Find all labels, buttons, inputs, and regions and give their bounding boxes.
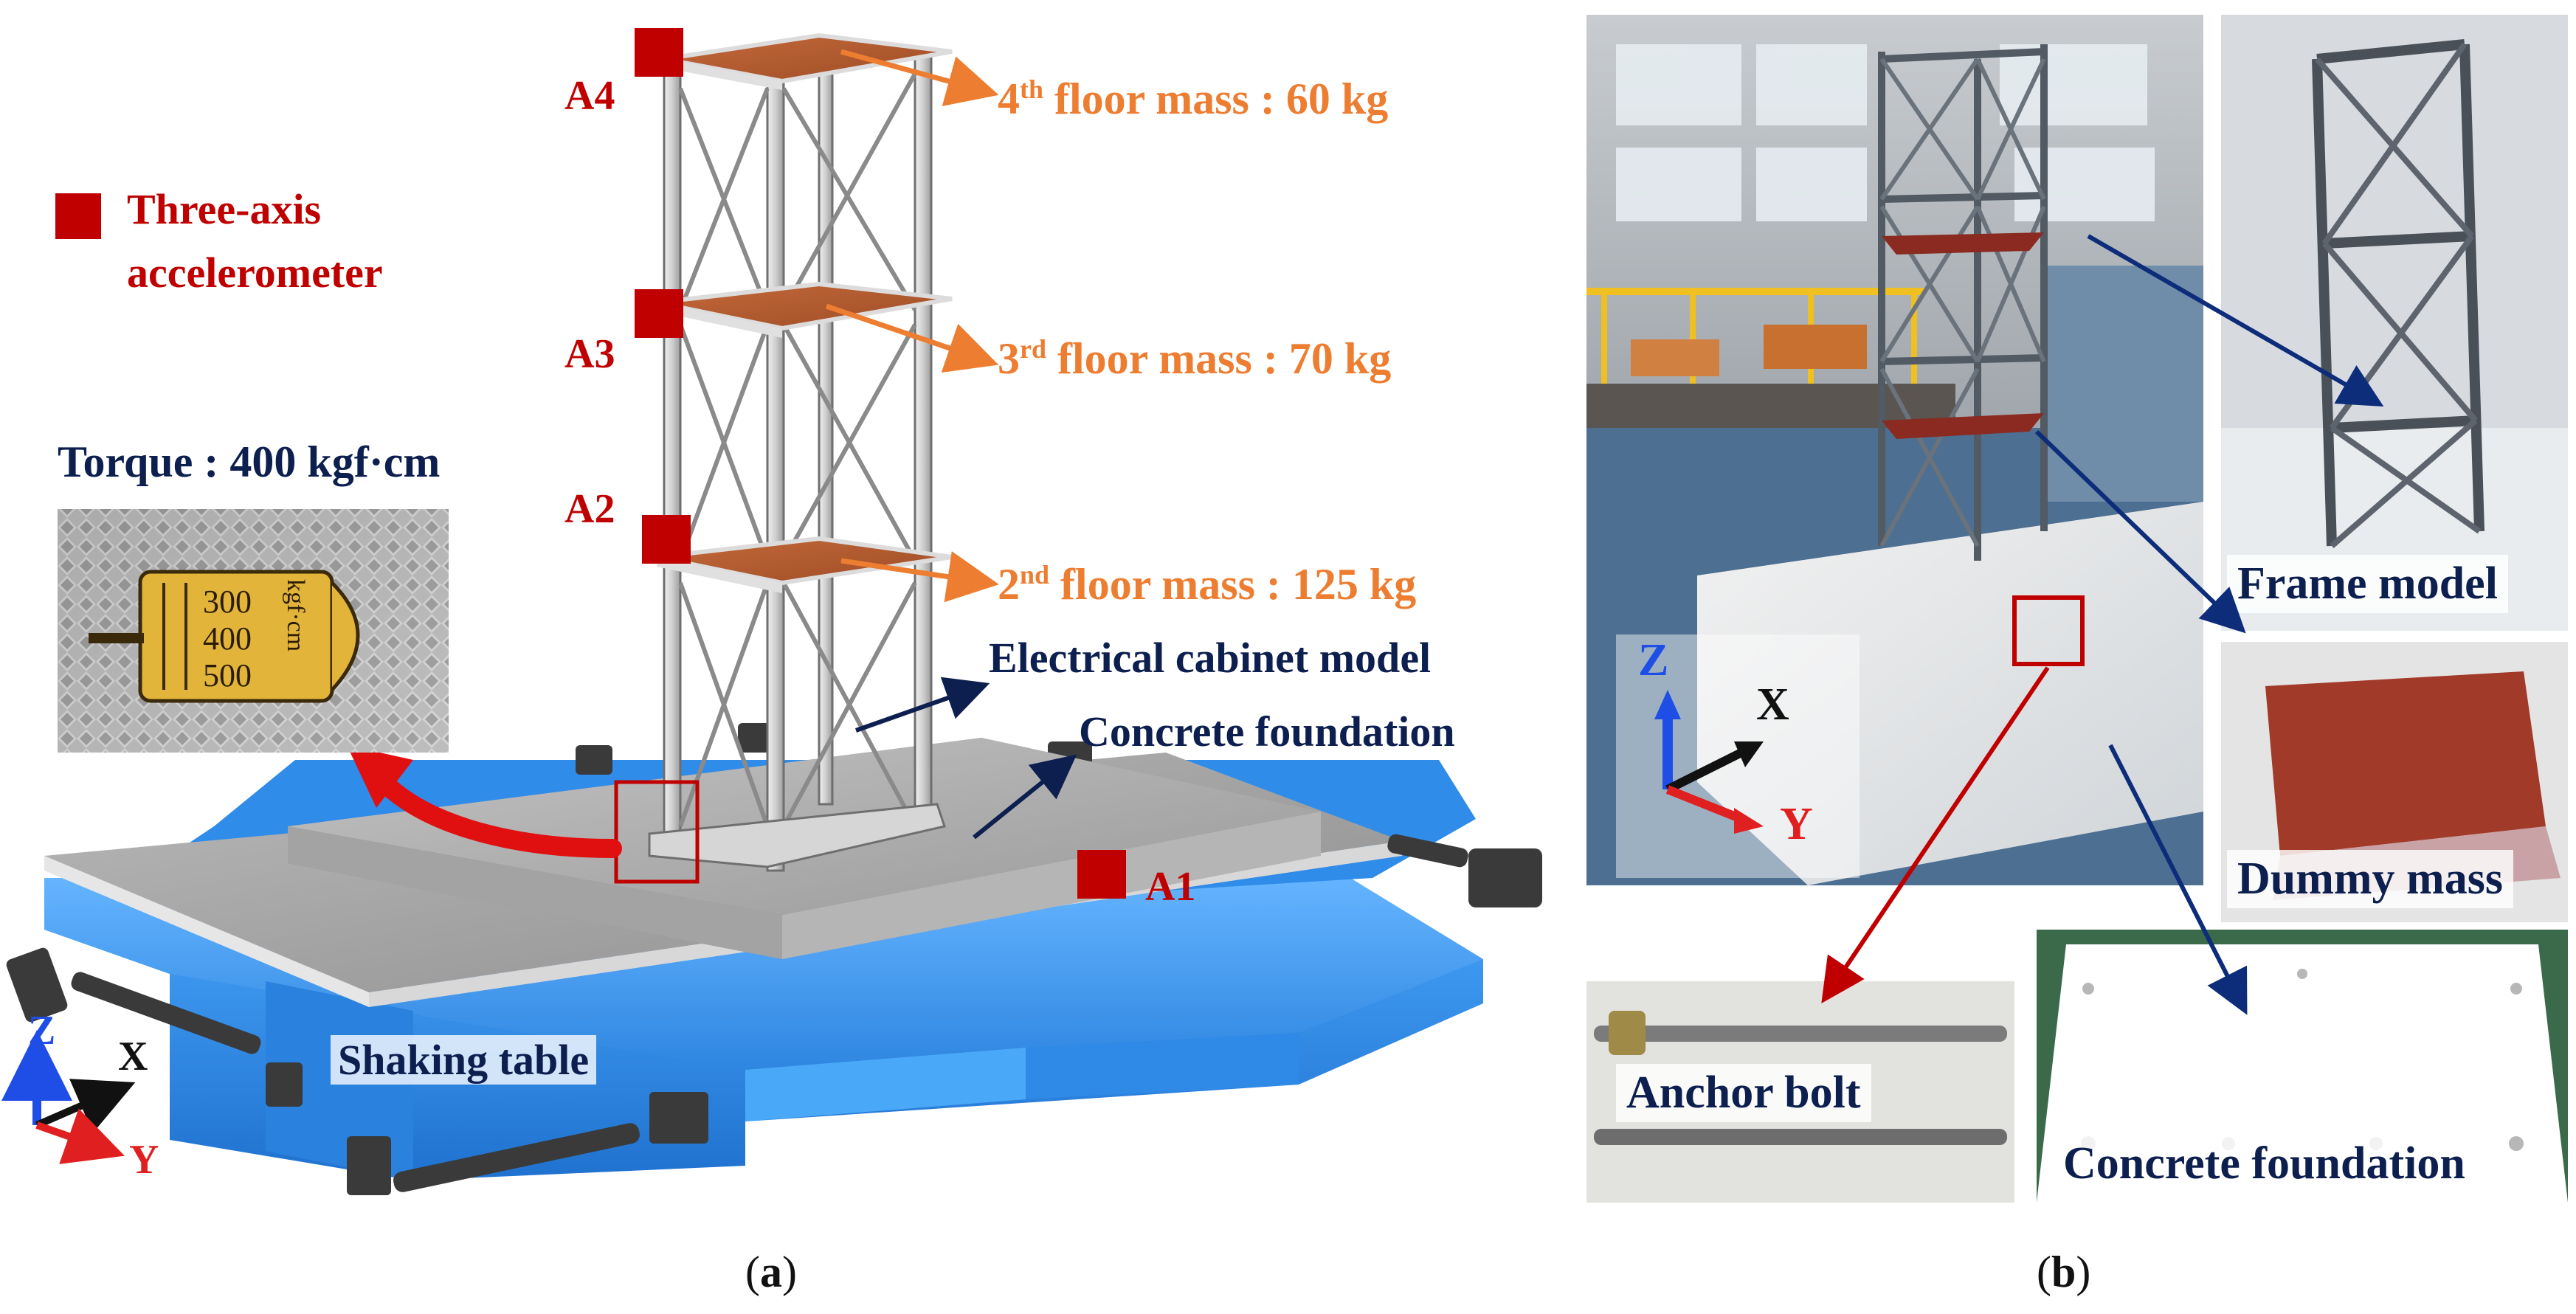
frame-model-label: Frame model xyxy=(2227,555,2508,613)
sensor-a2-label: A2 xyxy=(564,486,615,532)
floor3-number: 3 xyxy=(998,334,1020,383)
floor4-arrow xyxy=(840,49,999,106)
actuator-right xyxy=(1387,834,1542,907)
floor3-text: floor mass : 70 kg xyxy=(1046,334,1392,383)
panel-b: Z X Y Frame model Dummy mas xyxy=(1579,0,2576,1314)
floor4-number: 4 xyxy=(998,75,1020,123)
detail-arrow xyxy=(347,745,622,858)
axis-z-b: Z xyxy=(1638,635,1669,685)
axis-x-a: X xyxy=(118,1034,148,1079)
caption-a: (a) xyxy=(745,1248,797,1296)
torque-label: Torque : 400 kgf·cm xyxy=(58,438,441,486)
steel-frame-model xyxy=(648,35,946,872)
sensor-a4-icon xyxy=(635,28,683,77)
sensor-a3-label: A3 xyxy=(564,331,615,377)
torque-wrench-photo xyxy=(58,509,449,753)
concrete-foundation-label-b: Concrete foundation xyxy=(2053,1135,2476,1193)
floor3-arrow xyxy=(825,303,999,373)
caption-b-letter: b xyxy=(2051,1248,2076,1296)
sensor-a2-icon xyxy=(642,515,691,564)
axis-z-a: Z xyxy=(28,1008,55,1054)
frame-model-photo: Frame model xyxy=(2221,15,2568,631)
sensor-a3-icon xyxy=(635,289,683,338)
floor-mass-4 xyxy=(663,32,953,90)
floor2-label: 2nd floor mass : 125 kg xyxy=(998,559,1416,610)
dummy-mass-photo: Dummy mass xyxy=(2221,642,2568,922)
torque-mark-400: 400 xyxy=(203,620,252,657)
floor2-number: 2 xyxy=(998,560,1020,609)
cabinet-label: Electrical cabinet model xyxy=(989,634,1432,682)
anchor-detail-highlight xyxy=(614,780,700,884)
axis-x-b: X xyxy=(1756,680,1789,730)
floor2-text: floor mass : 125 kg xyxy=(1049,560,1417,609)
foundation-arrow xyxy=(973,754,1077,840)
floor3-label: 3rd floor mass : 70 kg xyxy=(998,333,1391,384)
concrete-foundation-photo: Concrete foundation xyxy=(2037,930,2568,1203)
floor2-suffix: nd xyxy=(1020,560,1050,589)
cabinet-arrow xyxy=(855,677,990,733)
legend-text-line1: Three-axis xyxy=(127,185,322,233)
floor2-arrow xyxy=(840,551,999,603)
floor3-suffix: rd xyxy=(1020,334,1046,364)
foundation-label-a: Concrete foundation xyxy=(1079,708,1455,755)
axis-y-a: Y xyxy=(129,1137,159,1183)
floor4-text: floor mass : 60 kg xyxy=(1043,75,1389,123)
anchor-bolt-label: Anchor bolt xyxy=(1616,1064,1871,1122)
caption-a-letter: a xyxy=(759,1248,782,1296)
axes-triad-a xyxy=(1,1030,136,1164)
test-setup-illustration: 300 400 500 kgf·cm Z X Y xyxy=(1,28,1542,1195)
axis-y-b: Y xyxy=(1780,799,1813,849)
frame-model-graphic xyxy=(2221,15,2568,631)
sensor-a4-label: A4 xyxy=(564,73,615,119)
torque-mark-500: 500 xyxy=(203,657,252,694)
legend-sensor-icon xyxy=(55,193,101,239)
panel-a: 300 400 500 kgf·cm Z X Y Three-axis acce… xyxy=(1,28,1542,1296)
sensor-a1-icon xyxy=(1077,850,1126,899)
floor-mass-3 xyxy=(656,281,953,338)
dummy-mass-label: Dummy mass xyxy=(2227,850,2513,908)
floor4-suffix: th xyxy=(1020,75,1044,104)
sensor-a1-label: A1 xyxy=(1145,864,1196,910)
shaking-table-label: Shaking table xyxy=(331,1035,597,1085)
legend-text-line2: accelerometer xyxy=(127,249,383,297)
actuator-bottom xyxy=(347,1092,708,1195)
lab-scene-graphic xyxy=(1586,15,2203,885)
main-test-photo: Z X Y xyxy=(1586,15,2203,885)
anchor-bolt-photo: Anchor bolt xyxy=(1586,981,2014,1203)
torque-mark-300: 300 xyxy=(203,584,252,620)
actuator-left xyxy=(6,947,303,1107)
floor4-label: 4th floor mass : 60 kg xyxy=(998,74,1388,125)
caption-b: (b) xyxy=(2037,1248,2091,1296)
torque-mark-unit: kgf·cm xyxy=(282,579,309,651)
